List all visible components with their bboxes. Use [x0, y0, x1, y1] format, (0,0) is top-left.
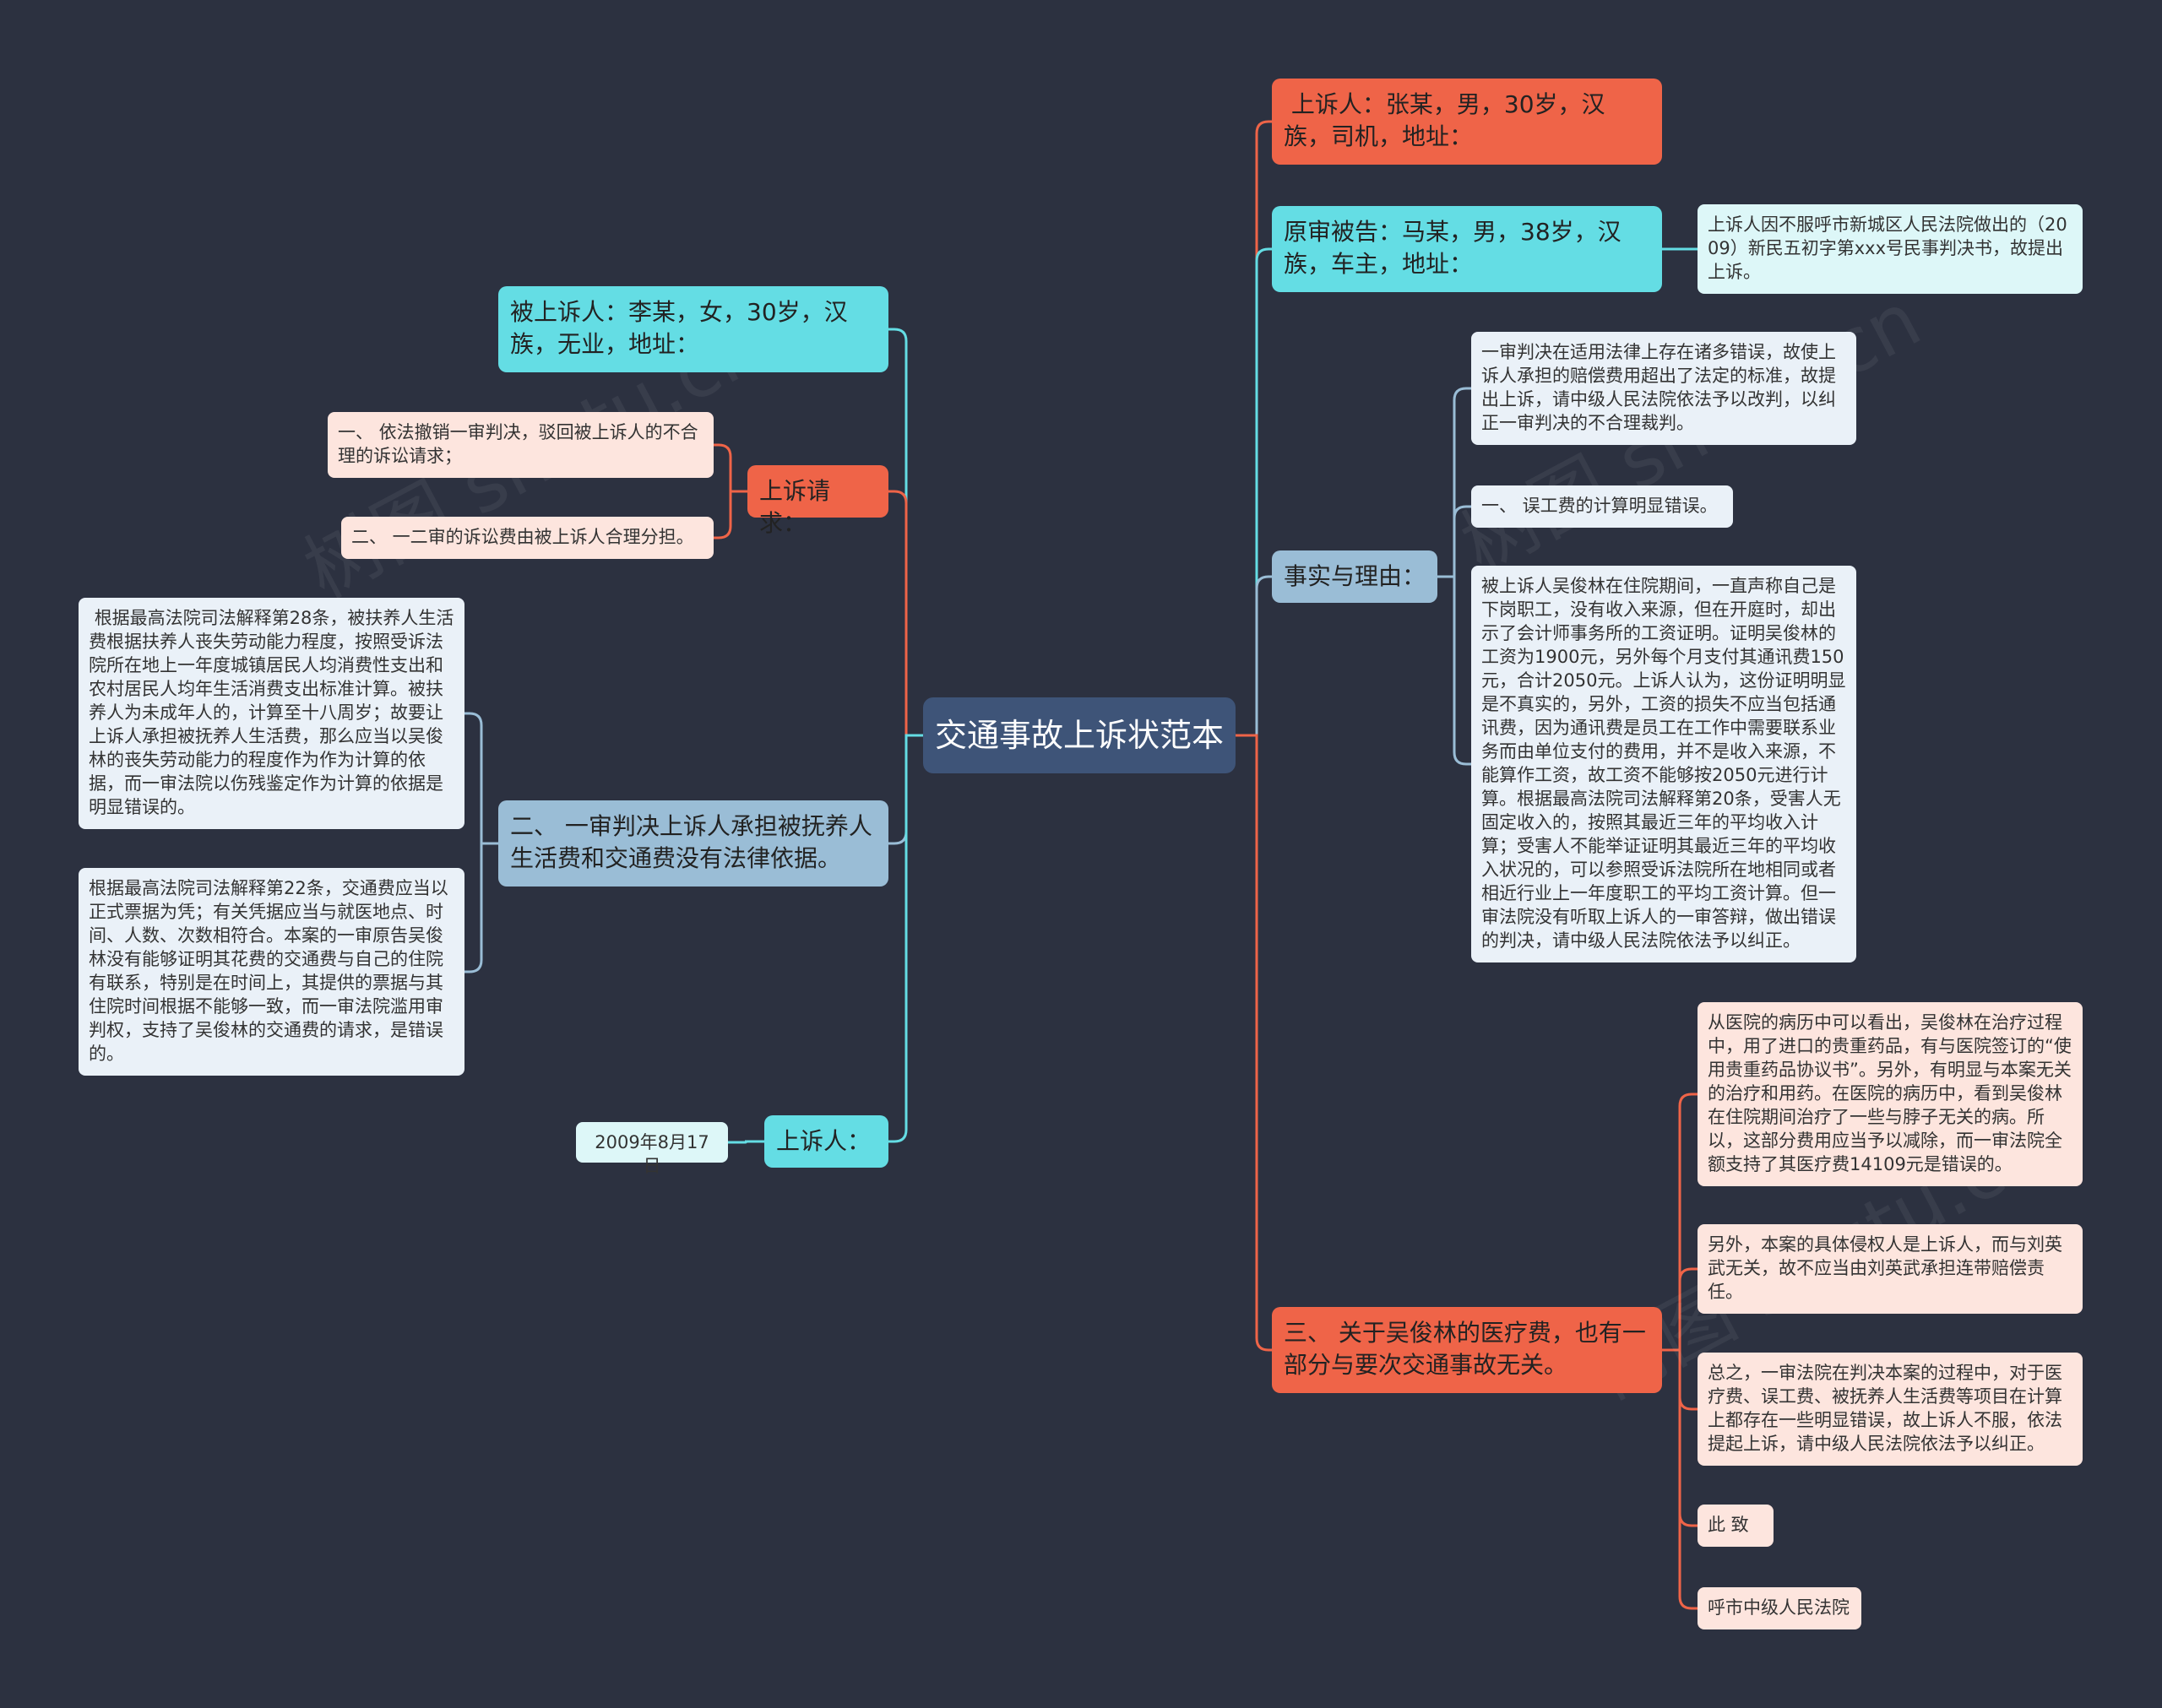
root-link-left-3 [888, 734, 923, 1143]
dependents-link-1 [464, 842, 498, 973]
facts-link-1 [1437, 505, 1471, 578]
root-link-left-0 [888, 328, 923, 737]
signer-node[interactable]: 上诉人： [764, 1115, 888, 1168]
request-item-2[interactable]: 二、 一二审的诉讼费由被上诉人合理分担。 [341, 517, 714, 559]
dependents-item-1[interactable]: 根据最高法院司法解释第28条，被扶养人生活费根据扶养人丧失劳动能力程度，按照受诉… [79, 598, 464, 829]
facts-link-2 [1437, 575, 1471, 766]
requests-node[interactable]: 上诉请求： [747, 465, 888, 537]
signer-date[interactable]: 2009年8月17日 [576, 1122, 728, 1176]
dependents-node[interactable]: 二、 一审判决上诉人承担被抚养人生活费和交通费没有法律依据。 [498, 800, 888, 887]
appellee-node[interactable]: 被上诉人：李某，女，30岁，汉族，无业，地址： [498, 286, 888, 372]
dependents-link-0 [464, 712, 498, 845]
appellant-node[interactable]: 上诉人：张某，男，30岁，汉族，司机，地址： [1272, 79, 1662, 165]
request-item-1[interactable]: 一、 依法撤销一审判决，驳回被上诉人的不合理的诉讼请求； [328, 412, 714, 478]
facts-item-3[interactable]: 被上诉人吴俊林在住院期间，一直声称自己是下岗职工，没有收入来源，但在开庭时，却出… [1471, 566, 1856, 962]
root-link-right-3 [1236, 734, 1272, 1352]
medical-item-5[interactable]: 呼市中级人民法院 [1698, 1587, 1861, 1629]
facts-item-1[interactable]: 一审判决在适用法律上存在诸多错误，故使上诉人承担的赔偿费用超出了法定的标准，故提… [1471, 332, 1856, 445]
root-link-left-1 [888, 490, 923, 737]
medical-link-4 [1662, 1348, 1698, 1610]
root-link-right-0 [1236, 120, 1272, 737]
signer-link-0 [728, 1140, 764, 1144]
facts-node[interactable]: 事实与理由： [1272, 550, 1437, 603]
medical-item-4[interactable]: 此 致 [1698, 1505, 1774, 1547]
root-link-right-1 [1236, 247, 1272, 737]
dependents-item-2[interactable]: 根据最高法院司法解释第22条，交通费应当以正式票据为凭；有关凭据应当与就医地点、… [79, 868, 464, 1076]
root-topic[interactable]: 交通事故上诉状范本 [923, 697, 1236, 773]
requests-link-0 [714, 443, 747, 493]
medical-link-0 [1662, 1093, 1698, 1352]
medical-link-1 [1662, 1267, 1698, 1352]
facts-link-0 [1437, 387, 1471, 578]
root-link-right-2 [1236, 575, 1272, 737]
medical-item-2[interactable]: 另外，本案的具体侵权人是上诉人，而与刘英武无关，故不应当由刘英武承担连带赔偿责任… [1698, 1224, 2083, 1314]
medical-item-1[interactable]: 从医院的病历中可以看出，吴俊林在治疗过程中，用了进口的贵重药品，有与医院签订的“… [1698, 1002, 2083, 1186]
medical-item-3[interactable]: 总之，一审法院在判决本案的过程中，对于医疗费、误工费、被抚养人生活费等项目在计算… [1698, 1353, 2083, 1466]
original-defendant-node[interactable]: 原审被告：马某，男，38岁，汉族，车主，地址： [1272, 206, 1662, 292]
original-defendant-note[interactable]: 上诉人因不服呼市新城区人民法院做出的（2009）新民五初字第xxx号民事判决书，… [1698, 204, 2083, 294]
facts-item-2[interactable]: 一、 误工费的计算明显错误。 [1471, 485, 1733, 528]
requests-link-1 [714, 490, 747, 540]
medical-node[interactable]: 三、 关于吴俊林的医疗费，也有一部分与要次交通事故无关。 [1272, 1307, 1662, 1393]
